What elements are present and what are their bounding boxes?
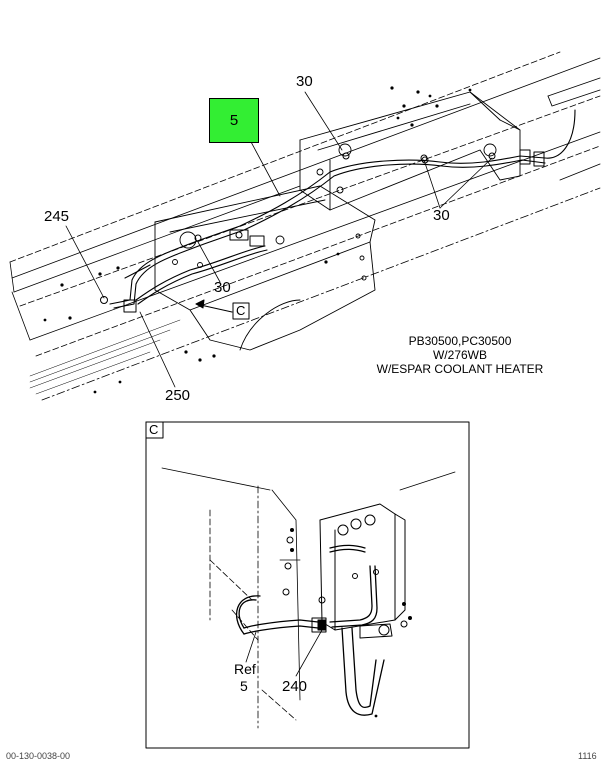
leader-lines-detail — [245, 629, 323, 677]
detail-c-frame — [145, 421, 470, 749]
cross-member-front — [154, 185, 376, 351]
highlight-callout-5: 5 — [209, 98, 259, 143]
sheet-code: 1116 — [578, 751, 597, 761]
note-line-3: W/ESPAR COOLANT HEATER — [376, 362, 544, 376]
ref-label: Ref — [234, 661, 256, 677]
frame-rail-upper — [9, 51, 601, 401]
heater-mount-bracket — [282, 503, 406, 631]
coolant-tube-detail — [235, 544, 385, 716]
coolant-hose-5 — [109, 109, 576, 309]
detail-bolts — [290, 528, 412, 718]
note-line-1: PB30500,PC30500 — [408, 334, 512, 348]
heater-bracket-right — [547, 77, 601, 181]
frame-shading — [29, 319, 181, 395]
detail-c-rail — [161, 467, 456, 729]
view-c-pointer-label: C — [236, 303, 246, 318]
callout-30-right: 30 — [433, 207, 450, 224]
applicability-note: PB30500,PC30500 W/276WB W/ESPAR COOLANT … — [360, 334, 560, 376]
frame-bolts — [43, 86, 472, 394]
view-c-arrow — [195, 299, 250, 320]
clamp-240 — [311, 617, 408, 639]
callout-245: 245 — [44, 208, 70, 225]
detail-c-label: C — [149, 422, 159, 437]
callout-5-text: 5 — [229, 112, 239, 129]
leader-lines — [65, 91, 493, 388]
callout-30-top: 30 — [296, 73, 313, 90]
hose-clamps — [100, 149, 545, 313]
callout-30-middle: 30 — [214, 279, 231, 296]
callout-250: 250 — [165, 387, 191, 404]
callout-240: 240 — [282, 678, 308, 695]
ref-item-5: 5 — [240, 678, 248, 694]
drawing-number: 00-130-0038-00 — [6, 751, 71, 761]
note-line-2: W/276WB — [432, 348, 487, 362]
